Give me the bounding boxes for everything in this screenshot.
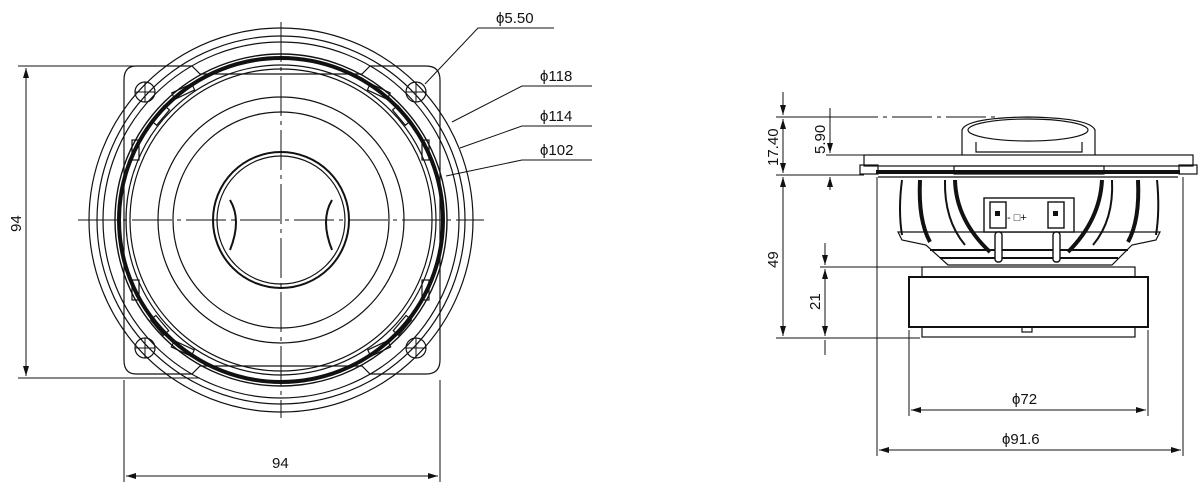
dim-dome: 5.90 [812, 125, 829, 154]
mounting-frame [123, 65, 441, 375]
top-plate [921, 266, 1136, 278]
dim-depth: 49 [765, 251, 782, 268]
basket [897, 179, 1161, 266]
flange [863, 154, 1194, 167]
dim-inner: ϕ102 [540, 142, 573, 159]
dim-outer: ϕ118 [540, 68, 572, 85]
front-view: 94 94 ϕ5.50 ϕ118 ϕ114 ϕ102 [8, 10, 592, 482]
dim-basket-dia: ϕ91.6 [1002, 431, 1040, 448]
terminal-label: - □+ [1007, 212, 1027, 224]
dim-magnet-dia: ϕ72 [1012, 391, 1037, 408]
magnet [908, 276, 1149, 328]
dim-magnet: 21 [807, 293, 824, 310]
side-view: - □+ 17.40 49 5.90 21 ϕ72 ϕ91.6 [765, 92, 1198, 456]
dim-total-top: 17.40 [765, 128, 782, 166]
dim-width: 94 [272, 455, 289, 472]
dome [961, 116, 1096, 155]
mounting-holes [134, 81, 427, 359]
terminals: - □+ [983, 197, 1075, 263]
dim-height: 94 [8, 215, 25, 232]
dim-middle: ϕ114 [540, 108, 572, 125]
dim-hole: ϕ5.50 [496, 10, 534, 27]
